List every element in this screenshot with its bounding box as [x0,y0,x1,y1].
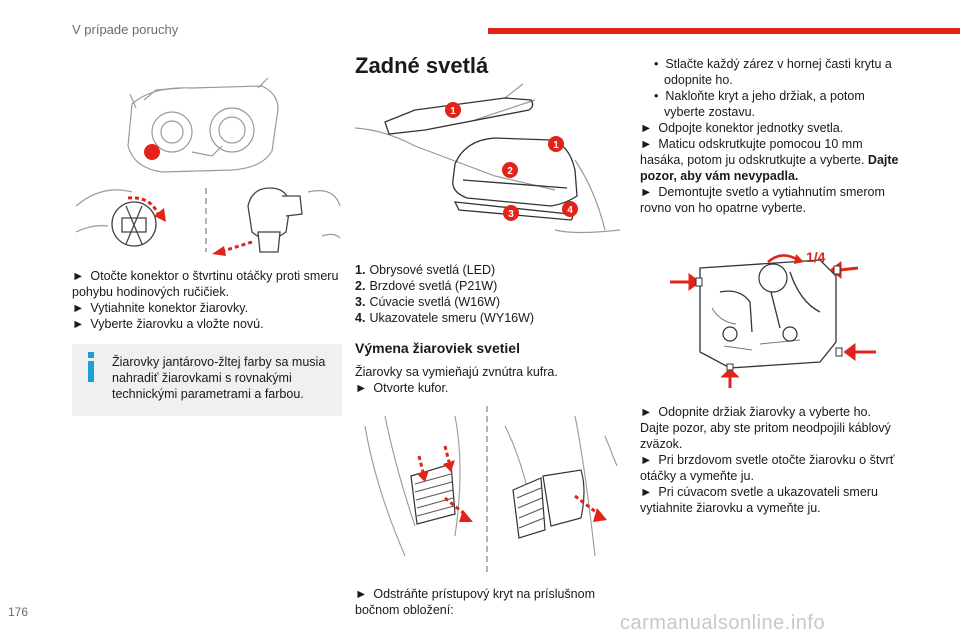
instruction-step: ►Odstráňte prístupový kryt na príslušnom… [355,587,595,617]
page-number: 176 [8,605,29,619]
headlamp-illustration [75,77,341,256]
rear-lamp-illustration: 1 1 2 3 4 [355,83,620,234]
instruction-step: ►Odopnite držiak žiarovky a vyberte ho. … [640,405,891,451]
watermark: carmanualsonline.info [620,612,826,634]
instruction-step: ►Vytiahnite konektor žiarovky. [72,301,249,315]
legend-item: 4.Ukazovatele smeru (WY16W) [355,311,535,325]
callout-marker [548,136,564,152]
instruction-step: ►Pri brzdovom svetle otočte žiarovku o š… [640,453,895,483]
instruction-step: ►Odpojte konektor jednotky svetla. [640,121,844,135]
instruction-step: ►Pri cúvacom svetle a ukazovateli smeru … [640,485,878,515]
bulb-legend: 1.Obrysové svetlá (LED) 2.Brzdové svetlá… [355,262,620,326]
instruction-step: ►Demontujte svetlo a vytiahnutím smerom … [640,185,885,215]
header-accent-bar [488,28,960,34]
info-icon [88,352,94,382]
callout-label: 1 [553,140,559,151]
bullet-item: • Stlačte každý zárez v hornej časti kry… [654,57,892,87]
callout-marker [562,201,578,217]
instruction-step: ►Maticu odskrutkujte pomocou 10 mm hasák… [640,137,899,183]
info-note: Žiarovky jantárovo-žltej farby sa musia … [72,344,342,416]
trunk-panel-illustration [364,406,618,576]
column-left: ►Otočte konektor o štvrtinu otáčky proti… [72,56,342,416]
instruction-step: ►Otvorte kufor. [355,381,449,395]
column-right: • Stlačte každý zárez v hornej časti kry… [640,56,902,516]
legend-item: 2.Brzdové svetlá (P21W) [355,279,498,293]
bullet-item: • Nakloňte kryt a jeho držiak, a potom v… [654,89,865,119]
lamp-holder-illustration: 1/4 [670,249,876,388]
section-title: Zadné svetlá [355,53,489,78]
callout-marker [503,205,519,221]
callout-label: 4 [567,205,573,216]
legend-item: 1.Obrysové svetlá (LED) [355,263,496,277]
subsection-title: Výmena žiaroviek svetiel [355,340,520,356]
callout-label: 2 [507,166,513,177]
instruction-step: ►Otočte konektor o štvrtinu otáčky proti… [72,269,339,299]
callout-label: 3 [508,209,514,220]
callout-marker [445,102,461,118]
quarter-turn-label: 1/4 [806,249,826,265]
note-text: Žiarovky jantárovo-žltej farby sa musia … [112,355,326,401]
instruction-step: ►Vyberte žiarovku a vložte novú. [72,317,264,331]
running-header: V prípade poruchy [72,22,179,37]
column-middle: Zadné svetlá 1 1 2 3 4 1.Obrysové svetlá [355,53,620,618]
callout-marker [502,162,518,178]
callout-label: 1 [450,106,456,117]
legend-item: 3.Cúvacie svetlá (W16W) [355,295,501,309]
intro-text: Žiarovky sa vymieňajú zvnútra kufra. [355,365,558,379]
